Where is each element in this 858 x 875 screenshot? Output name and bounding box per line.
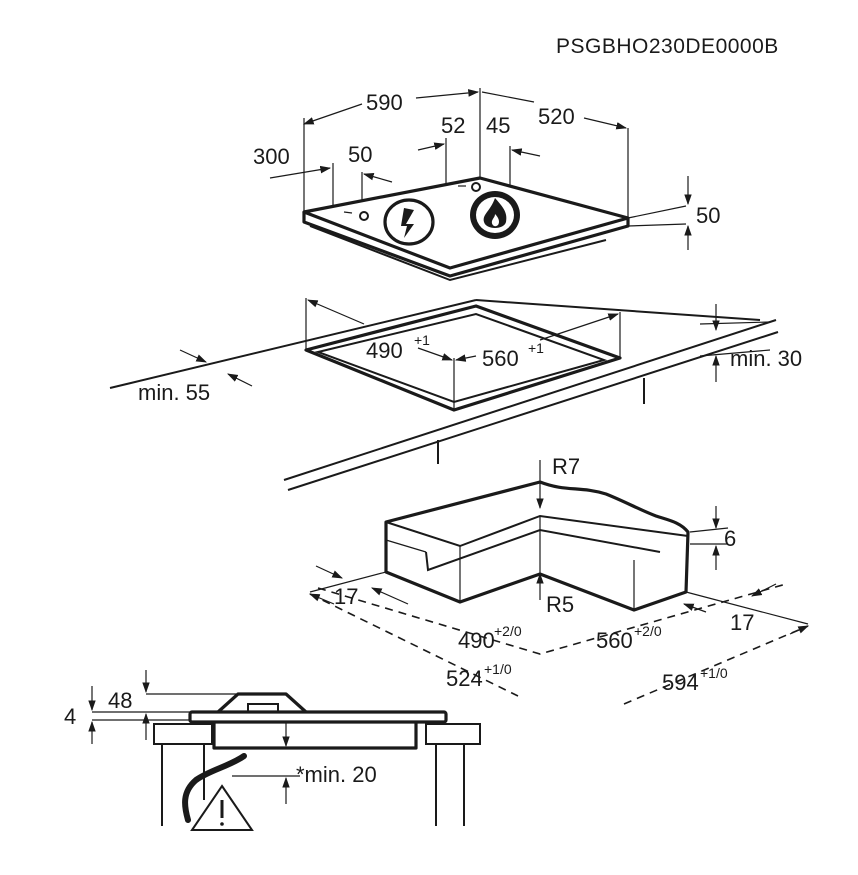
- section-drawing: 48 4 *min. 20: [64, 670, 481, 831]
- edge-50-label: 50: [348, 142, 372, 167]
- cutout-width-tolerance: +1: [528, 340, 544, 356]
- step-label: 6: [724, 526, 736, 551]
- hob-width-label: 590: [366, 90, 403, 115]
- burner-height-label: 48: [108, 688, 132, 713]
- edge-300-label: 300: [253, 144, 290, 169]
- frame-depth-tolerance: +2/0: [494, 623, 522, 639]
- glass-thickness-label: 4: [64, 704, 76, 729]
- offset-right-label: 45: [486, 113, 510, 138]
- hob-depth-label: 520: [538, 104, 575, 129]
- inner-radius-label: R5: [546, 592, 574, 617]
- outer-radius-label: R7: [552, 454, 580, 479]
- cutout-depth-tolerance: +1: [414, 332, 430, 348]
- model-code: PSGBHO230DE0000B: [556, 35, 779, 58]
- cutout-depth-label: 490: [366, 338, 403, 363]
- front-min-label: min. 55: [138, 380, 210, 405]
- margin-left-label: 17: [334, 584, 358, 609]
- outer-depth-tolerance: +1/0: [484, 661, 512, 677]
- warning-triangle-icon: [190, 784, 254, 831]
- offset-left-label: 52: [441, 113, 465, 138]
- frame-depth-label: 490: [458, 628, 495, 653]
- rear-min-label: min. 30: [730, 346, 802, 371]
- frame-width-tolerance: +2/0: [634, 623, 662, 639]
- cutout-width-label: 560: [482, 346, 519, 371]
- outer-depth-label: 524: [446, 666, 483, 691]
- hob-drawing: 590 520 52 45 300 50 50: [253, 88, 720, 282]
- outer-width-label: 594: [662, 670, 699, 695]
- clearance-label: *min. 20: [296, 762, 377, 787]
- electric-zone-icon: [383, 198, 435, 246]
- frame-width-label: 560: [596, 628, 633, 653]
- cutout-drawing: 490 +1 560 +1 min. 55 min. 30: [109, 298, 802, 491]
- control-knob-icon: [359, 211, 369, 221]
- margin-right-label: 17: [730, 610, 754, 635]
- control-knob-icon: [471, 182, 481, 192]
- gas-flame-icon: [470, 191, 520, 239]
- hob-height-label: 50: [696, 203, 720, 228]
- outer-width-tolerance: +1/0: [700, 665, 728, 681]
- frame-drawing: R7 R5 6 17 17 490 +2/0 560 +2/0 524 +1/0…: [309, 454, 809, 705]
